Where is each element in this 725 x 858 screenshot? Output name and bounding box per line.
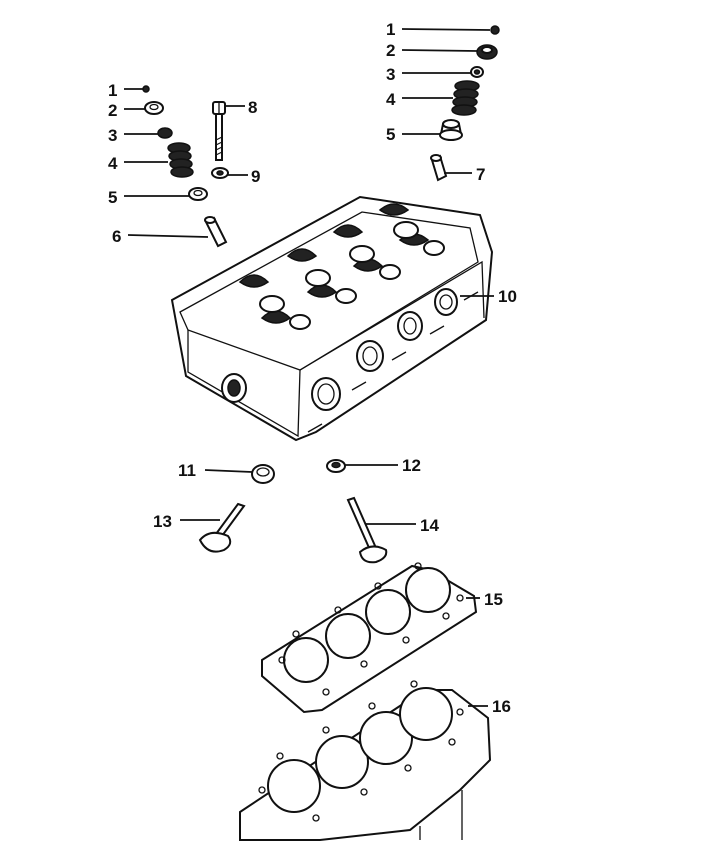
label-9: 9: [251, 167, 260, 186]
label-12: 12: [402, 456, 421, 475]
cylinder-block: [239, 680, 492, 841]
valve-guide-right: [430, 154, 448, 182]
exhaust-ports: [311, 288, 458, 411]
label-7: 7: [476, 165, 485, 184]
valve-spring-right: [451, 80, 480, 116]
valve-seal-right: [439, 119, 463, 141]
label-3-left: 3: [108, 126, 117, 145]
label-3-right: 3: [386, 65, 395, 84]
valve-spring-left: [167, 142, 194, 178]
label-10: 10: [498, 287, 517, 306]
head-gasket: [261, 562, 478, 714]
bolt-washer: [211, 167, 229, 179]
head-bolt: [212, 101, 226, 161]
label-5-right: 5: [386, 125, 395, 144]
label-16: 16: [492, 697, 511, 716]
label-2-left: 2: [108, 101, 117, 120]
intake-valve: [198, 502, 246, 553]
label-1-left: 1: [108, 81, 117, 100]
label-1-right: 1: [386, 20, 395, 39]
spring-retainer-left: [144, 101, 164, 115]
label-8: 8: [248, 98, 257, 117]
valve-guide-left: [204, 216, 228, 248]
spring-seat-left: [157, 127, 173, 139]
label-4-right: 4: [386, 90, 396, 109]
right-valve-assembly: [401, 25, 500, 182]
label-13: 13: [153, 512, 172, 531]
label-11: 11: [178, 461, 196, 480]
label-15: 15: [484, 590, 503, 609]
valve-pockets: [259, 221, 445, 330]
left-valve-assembly: [124, 85, 228, 248]
valve-seal-left: [188, 187, 208, 201]
label-5-left: 5: [108, 188, 117, 207]
exhaust-valve: [346, 496, 388, 564]
valve-seat-insert: [326, 459, 346, 473]
cylinder-head: [170, 195, 494, 442]
label-4-left: 4: [108, 154, 118, 173]
label-14: 14: [420, 516, 439, 535]
valve-seat: [251, 464, 275, 484]
valve-keeper-right: [490, 25, 500, 35]
valve-keeper-left: [142, 85, 150, 93]
label-6: 6: [112, 227, 121, 246]
label-2-right: 2: [386, 41, 395, 60]
